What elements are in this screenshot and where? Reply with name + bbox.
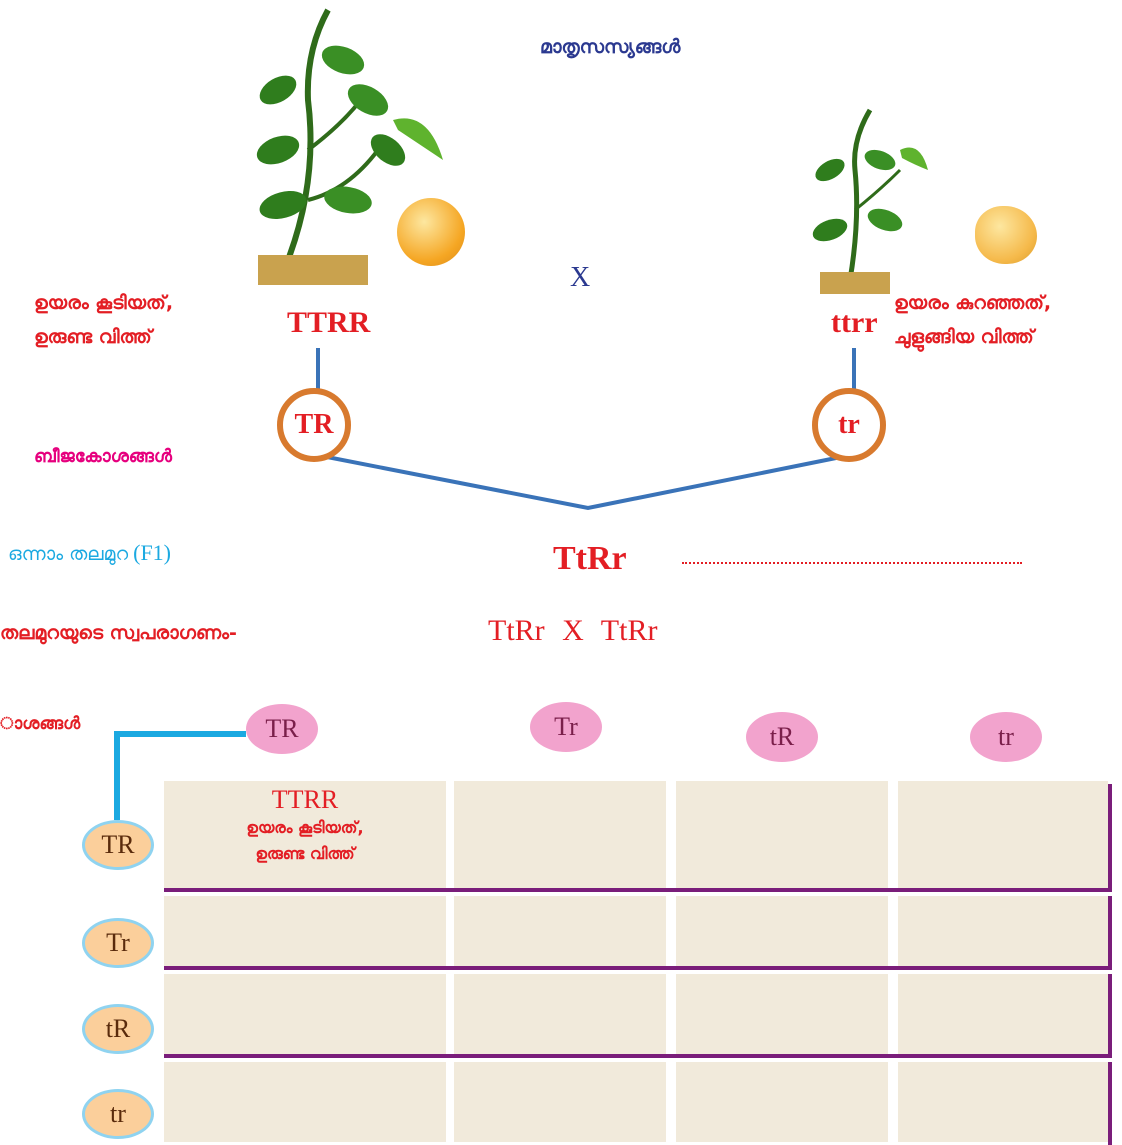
- punnett-cell: [898, 781, 1108, 888]
- col-gamete-4: tr: [970, 712, 1042, 762]
- row-divider: [164, 1054, 1112, 1058]
- right-parent-genotype: ttrr: [831, 306, 878, 339]
- punnett-cell: [164, 974, 446, 1054]
- punnett-cell: [164, 1062, 446, 1142]
- punnett-cell: [454, 781, 666, 888]
- punnett-cell: [898, 896, 1108, 966]
- f1-genotype: TtRr: [553, 540, 627, 577]
- punnett-bracket: [114, 731, 246, 820]
- punnett-cell: TTRR ഉയരം കൂടിയത്, ഉരുണ്ട വിത്ത്: [164, 781, 446, 888]
- parents-title: മാതൃസസ്യങ്ങൾ: [540, 36, 681, 58]
- row-divider: [164, 888, 1112, 892]
- right-gamete: tr: [812, 388, 886, 462]
- row-divider: [1108, 896, 1112, 970]
- f1-v-line: [321, 454, 847, 511]
- self-cross-label: തലമുറയുടെ സ്വപരാഗണം-: [0, 622, 237, 644]
- punnett-cell: [898, 1062, 1108, 1142]
- punnett-gamete-label: ാശങ്ങൾ: [0, 714, 81, 734]
- gametes-label: ബീജകോശങ്ങൾ: [34, 446, 172, 467]
- f1-label: ഒന്നാം തലമുറ (F1): [8, 540, 172, 565]
- left-gamete: TR: [277, 388, 351, 462]
- right-parent-description: ഉയരം കുറഞ്ഞത്, ചുളുങ്ങിയ വിത്ത്: [894, 292, 1052, 348]
- row-divider: [164, 966, 1112, 970]
- punnett-cell: [898, 974, 1108, 1054]
- self-cross-text: TtRr X TtRr: [488, 614, 658, 647]
- left-parent-description: ഉയരം കൂടിയത്, ഉരുണ്ട വിത്ത്: [34, 292, 174, 348]
- row-gamete-4: tr: [82, 1089, 154, 1139]
- col-gamete-2: Tr: [530, 702, 602, 752]
- punnett-cell: [676, 781, 888, 888]
- left-parent-genotype: TTRR: [287, 306, 371, 339]
- row-divider: [1108, 974, 1112, 1058]
- wrinkled-seed-icon: [975, 206, 1037, 264]
- row-gamete-2: Tr: [82, 918, 154, 968]
- col-gamete-1: TR: [246, 704, 318, 754]
- punnett-cell: [164, 896, 446, 966]
- punnett-cell: [676, 1062, 888, 1142]
- cross-symbol: X: [570, 262, 591, 293]
- row-gamete-3: tR: [82, 1004, 154, 1054]
- row-gamete-1: TR: [82, 820, 154, 870]
- row-divider: [1108, 784, 1112, 892]
- answer-dotted-line: [682, 562, 1022, 564]
- punnett-cell: [676, 974, 888, 1054]
- col-gamete-3: tR: [746, 712, 818, 762]
- tall-pea-plant: [256, 8, 443, 285]
- punnett-cell: [454, 896, 666, 966]
- punnett-cell: [676, 896, 888, 966]
- short-pea-plant: [812, 108, 928, 294]
- punnett-cell: [454, 974, 666, 1054]
- round-seed-icon: [397, 198, 465, 266]
- row-divider: [1108, 1062, 1112, 1145]
- punnett-cell: [454, 1062, 666, 1142]
